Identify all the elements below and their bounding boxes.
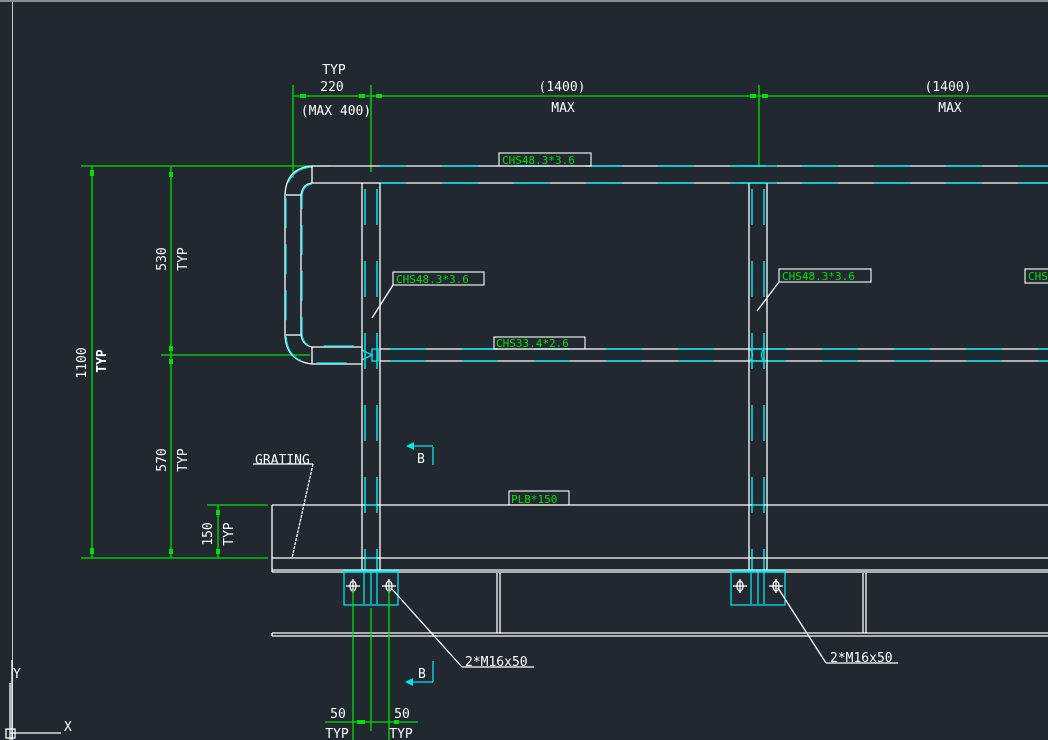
dim-span2-value: (1400) [539,80,586,95]
dim-530-value: 530 [155,247,170,270]
label-bolts-1: 2*M16x50 [465,655,528,670]
handrail-top-rail [284,165,1048,365]
viewport-left-border [12,2,13,740]
label-top-rail: CHS48.3*3.6 [502,154,575,167]
label-bolts-2: 2*M16x50 [830,651,893,666]
section-marker-upper[interactable]: B [406,442,434,467]
label-grating: GRATING [255,453,310,468]
dim-tick [169,549,173,554]
dim-150-value: 150 [201,522,216,545]
dim-tick [762,94,768,98]
dim-tick [169,172,173,177]
dim-span3-max: MAX [938,101,962,116]
dim-570-typ: TYP [176,448,191,472]
dim-tick [750,94,756,98]
post-2 [740,165,777,570]
dim-bottom-left-value: 50 [330,707,346,722]
dim-530-typ: TYP [176,247,191,271]
label-post-3-partial: CHS [1028,270,1048,283]
viewport-top-border [0,0,1048,2]
bottom-dimension-group: 50 TYP 50 TYP [325,590,418,740]
ucs-icon: Y X [5,660,72,740]
dim-tick [216,549,220,554]
section-arrow-icon [406,442,414,450]
post-1 [361,183,381,570]
dim-1100-value: 1100 [75,347,90,378]
dim-bottom-right-typ: TYP [389,727,413,740]
dim-570-value: 570 [155,448,170,471]
bolt-icon [733,579,747,593]
dim-first-typ: TYP [322,63,346,78]
dim-first-max: (MAX 400) [301,104,371,119]
section-arrow-icon [405,678,413,686]
dim-tick [90,548,94,554]
base-plate-1 [343,570,399,606]
dim-tick [169,346,173,351]
handrail-mid-rail [361,348,1048,362]
ucs-x-label: X [64,720,72,735]
dim-150-typ: TYP [222,522,237,546]
section-mark-lower-label: B [418,667,426,682]
label-post-2: CHS48.3*3.6 [782,270,855,283]
toe-plate-and-grating [271,504,1048,573]
dim-tick [216,510,220,515]
label-toe-plate: PLB*150 [511,493,557,506]
ucs-y-label: Y [13,667,21,682]
dim-tick [376,94,382,98]
dim-first-value: 220 [320,80,343,95]
label-mid-rail: CHS33.4*2.6 [496,337,569,350]
dim-tick [169,359,173,364]
dim-span2-max: MAX [551,101,575,116]
dim-1100-typ: TYP [95,349,110,373]
dim-bottom-left-typ: TYP [325,727,349,740]
support-beam [271,573,1048,637]
section-marker-lower[interactable]: B [405,661,434,686]
base-plate-2 [730,570,786,606]
dim-tick [300,94,306,98]
label-post-1: CHS48.3*3.6 [396,273,469,286]
dim-bottom-right-value: 50 [394,707,410,722]
left-dimension-group: 1100 TYP 530 TYP 570 TYP 150 TYP [75,165,330,559]
dim-span3-value: (1400) [925,80,972,95]
top-dimension-group: TYP 220 (MAX 400) (1400) MAX (1400) MAX [292,63,1048,178]
bolt-icon [769,579,783,593]
member-labels: CHS48.3*3.6 CHS48.3*3.6 CHS48.3*3.6 CHS … [253,152,1048,670]
dim-tick [90,170,94,176]
section-mark-upper-label: B [417,452,425,467]
dim-tick [359,94,365,98]
